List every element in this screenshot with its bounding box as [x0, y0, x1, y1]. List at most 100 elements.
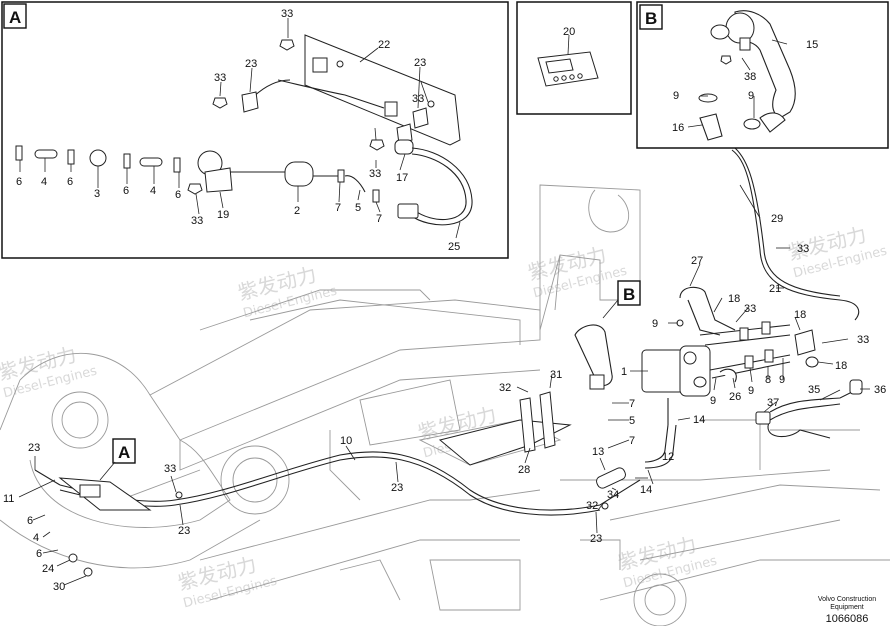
label-23: 23	[414, 57, 426, 69]
bolt	[68, 553, 78, 563]
main-leader-lines	[18, 184, 870, 586]
hose-29	[731, 149, 860, 321]
bracket-28-post	[539, 391, 556, 449]
label-26: 26	[729, 391, 741, 403]
callout-tag-a-text: A	[118, 443, 130, 462]
label-33: 33	[164, 463, 176, 475]
label-19: 19	[217, 209, 229, 221]
clamp-6	[15, 145, 23, 161]
timer-button	[553, 76, 559, 82]
hose-clamp-9	[743, 118, 761, 130]
clamp-6	[123, 153, 131, 169]
clamp	[744, 355, 754, 369]
bolt	[83, 567, 93, 577]
label-4: 4	[150, 185, 156, 197]
label-33: 33	[214, 72, 226, 84]
label-33: 33	[412, 93, 424, 105]
label-14: 14	[693, 414, 705, 426]
label-9: 9	[673, 90, 679, 102]
callout-tag-b: B	[602, 280, 641, 319]
inset-a-tag-text: A	[9, 8, 21, 27]
label-33: 33	[191, 215, 203, 227]
label-1: 1	[621, 366, 627, 378]
label-18: 18	[794, 309, 806, 321]
harness-25-edge	[411, 153, 467, 220]
footer: Volvo Construction Equipment 1066086	[818, 596, 876, 625]
harness-35	[769, 389, 857, 413]
hose-4	[139, 157, 163, 167]
diagram-reference: 1066086	[826, 613, 869, 625]
label-6: 6	[27, 515, 33, 527]
bracket-19	[204, 167, 233, 193]
machine-frame	[0, 184, 890, 626]
label-9: 9	[710, 395, 716, 407]
bolt-33	[212, 97, 228, 109]
heater-unit	[641, 349, 685, 393]
clamp	[764, 349, 774, 363]
harness-35-edge	[769, 403, 841, 421]
label-5: 5	[629, 415, 635, 427]
label-7: 7	[629, 398, 635, 410]
harness-11	[34, 469, 61, 486]
connector-17	[394, 139, 414, 155]
heater-port	[683, 351, 697, 365]
label-29: 29	[771, 213, 783, 225]
bolt-33	[187, 183, 203, 195]
footer-brand-sub: Equipment	[830, 604, 864, 611]
label-7: 7	[376, 213, 382, 225]
bolt-33	[279, 39, 295, 51]
main-labels: 29 33 27 21 18 33 9 18 33 1 31 32 18 35 …	[3, 213, 886, 593]
clamp	[739, 327, 749, 341]
inset-b-tag	[639, 4, 663, 30]
label-9: 9	[779, 374, 785, 386]
bolt	[175, 491, 183, 499]
label-7: 7	[629, 435, 635, 447]
label-6: 6	[36, 548, 42, 560]
label-7: 7	[335, 202, 341, 214]
label-23: 23	[590, 533, 602, 545]
bracket-18	[794, 329, 816, 356]
bolt-33	[369, 139, 385, 151]
clamp-6	[173, 157, 181, 173]
connector-37	[755, 411, 771, 425]
label-9: 9	[748, 385, 754, 397]
damper-3	[89, 149, 107, 167]
timer-button	[561, 75, 567, 81]
label-14: 14	[640, 484, 652, 496]
bolt	[601, 502, 609, 510]
callout-tag-a: A	[99, 438, 136, 481]
bracket-23	[396, 123, 413, 145]
heater-unit-side	[679, 345, 711, 397]
clip	[312, 57, 328, 73]
inset-b-leader-lines	[687, 39, 788, 128]
inset-a-tag	[3, 3, 27, 29]
grommet-18	[805, 356, 819, 368]
pipe-5	[344, 175, 366, 193]
label-24: 24	[42, 563, 54, 575]
duct-end	[759, 112, 786, 133]
harness-25	[409, 147, 473, 226]
timer-button	[577, 73, 583, 79]
bracket-23	[412, 107, 429, 129]
clip	[384, 101, 398, 117]
label-16: 16	[672, 122, 684, 134]
label-22: 22	[378, 39, 390, 51]
label-34: 34	[607, 489, 619, 501]
clamp	[761, 321, 771, 335]
harness-37	[767, 419, 831, 439]
label-5: 5	[355, 202, 361, 214]
label-23: 23	[178, 525, 190, 537]
inset-a-leader-lines	[19, 18, 461, 239]
label-8: 8	[765, 374, 771, 386]
connector-25	[397, 203, 419, 219]
harness-10-edge	[59, 456, 601, 516]
clamp-7	[372, 189, 380, 203]
duct-nozzle	[710, 24, 730, 40]
label-33: 33	[744, 303, 756, 315]
bolt	[336, 60, 344, 68]
hose-27	[679, 286, 736, 331]
bracket-28-post	[519, 397, 536, 453]
clamp-6	[67, 149, 75, 165]
label-12: 12	[662, 451, 674, 463]
